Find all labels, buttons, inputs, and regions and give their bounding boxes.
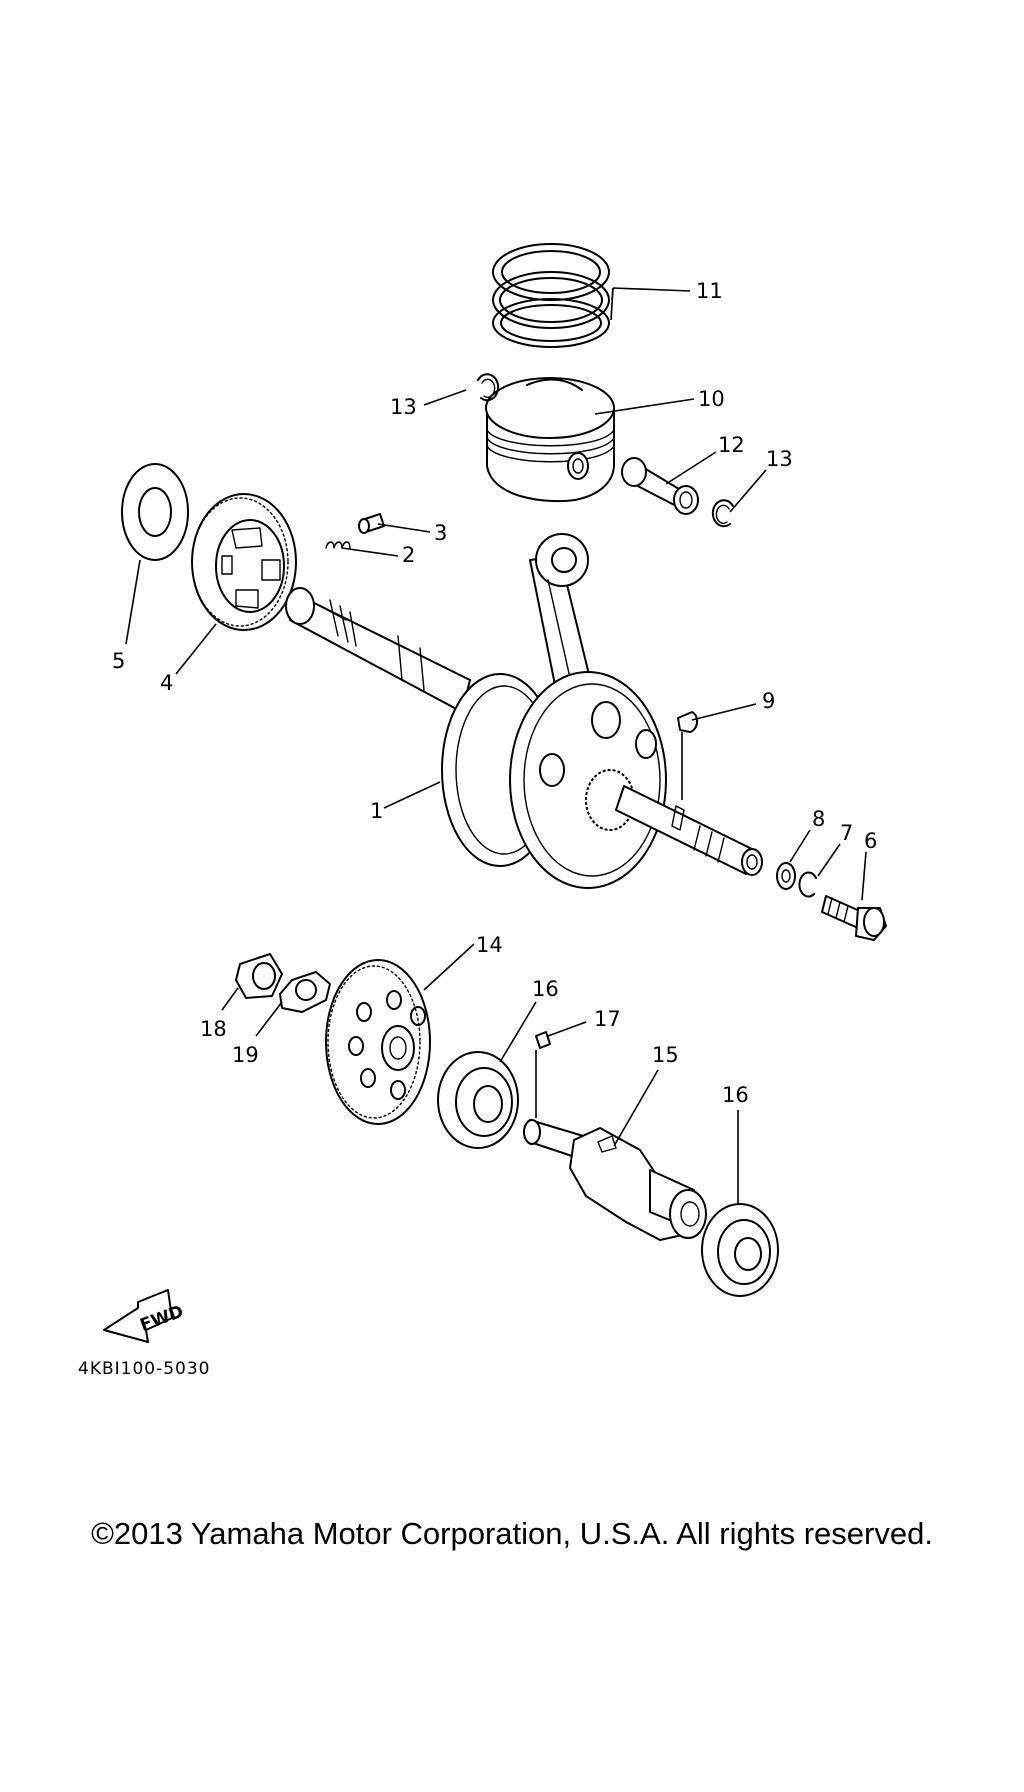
- circlip-upper: [477, 373, 500, 402]
- callout-14: 14: [476, 933, 503, 957]
- callout-12: 12: [718, 433, 745, 457]
- one-way-clutch: [191, 493, 297, 631]
- callout-19: 19: [232, 1043, 259, 1067]
- lock-plate: [279, 971, 331, 1013]
- diagram-code: 4KBI100-5030: [78, 1359, 211, 1379]
- callout-18: 18: [200, 1017, 227, 1041]
- circlip-lower: [711, 499, 734, 528]
- callout-6: 6: [864, 829, 877, 853]
- callout-7: 7: [840, 821, 853, 845]
- callout-13-lower: 13: [766, 447, 793, 471]
- callout-8: 8: [812, 807, 825, 831]
- piston-rings: [492, 243, 610, 348]
- callout-3: 3: [434, 521, 447, 545]
- callout-9: 9: [762, 689, 775, 713]
- woodruff-key: [677, 711, 698, 733]
- piston-pin: [621, 457, 699, 515]
- bolt: [821, 895, 887, 941]
- callout-1: 1: [370, 799, 383, 823]
- balancer-key: [535, 1031, 551, 1049]
- callout-10: 10: [698, 387, 725, 411]
- copyright-notice: ©2013 Yamaha Motor Corporation, U.S.A. A…: [91, 1516, 933, 1551]
- callout-5: 5: [112, 649, 125, 673]
- fwd-arrow-icon: FWD: [103, 1289, 186, 1343]
- callout-16-lower: 16: [722, 1083, 749, 1107]
- crankshaft: [285, 533, 763, 889]
- bearing-upper: [437, 1051, 519, 1149]
- pin-small: [358, 513, 385, 534]
- callout-11: 11: [696, 279, 723, 303]
- callout-16-upper: 16: [532, 977, 559, 1001]
- primary-gear: [325, 959, 431, 1125]
- piston: [485, 377, 615, 503]
- washer: [776, 862, 796, 890]
- callout-13-upper: 13: [390, 395, 417, 419]
- nut: [235, 953, 283, 999]
- callout-2: 2: [402, 543, 415, 567]
- leader-lines: [125, 287, 867, 1204]
- bearing-lower: [701, 1203, 779, 1297]
- callout-4: 4: [160, 671, 173, 695]
- lock-washer: [798, 871, 817, 898]
- callout-15: 15: [652, 1043, 679, 1067]
- callout-labels: 11 10 13 12 13 3 2 5 4 9 1 8 7 6 14 16 1…: [112, 279, 877, 1107]
- callout-17: 17: [594, 1007, 621, 1031]
- balancer-shaft: [523, 1119, 707, 1241]
- spring: [325, 541, 351, 549]
- plate-washer: [121, 463, 189, 561]
